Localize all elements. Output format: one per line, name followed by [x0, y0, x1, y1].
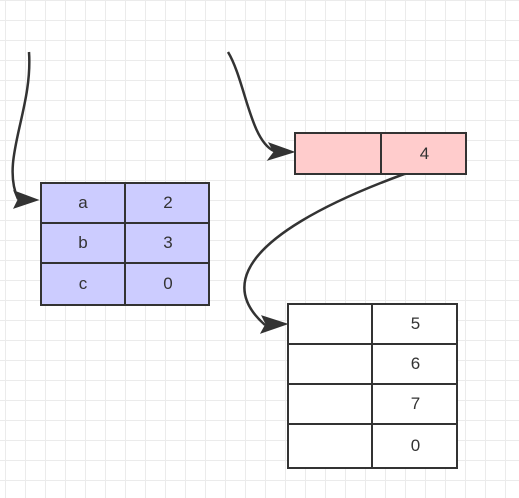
edge-pointer-to-array — [243, 152, 465, 326]
struct-key-cell: b — [42, 224, 126, 264]
array-left-cell — [289, 385, 373, 425]
array-value-cell: 7 — [373, 385, 458, 425]
struct-key-cell: c — [42, 264, 126, 304]
pointer-node: 4 — [294, 132, 467, 175]
array-table: 5 6 7 0 — [287, 303, 458, 469]
edge-to-struct-table — [11, 51, 31, 200]
struct-key-cell: a — [42, 184, 126, 224]
arrowhead-pointer-node — [266, 142, 296, 161]
pointer-left-cell — [296, 134, 382, 173]
arrowhead-struct-table — [13, 190, 40, 209]
struct-value-cell: 0 — [163, 274, 173, 293]
arrowhead-array-table — [259, 315, 289, 334]
struct-value-cell: 2 — [126, 184, 210, 224]
struct-table: a 2 b 3 c 0 — [40, 182, 210, 306]
array-left-cell — [289, 425, 373, 467]
array-left-cell — [289, 305, 373, 345]
edge-to-pointer-node — [226, 51, 275, 153]
array-value-cell: 6 — [373, 345, 458, 385]
pointer-right-cell: 4 — [419, 143, 430, 163]
struct-value-cell: 3 — [126, 224, 210, 264]
array-left-cell — [289, 345, 373, 385]
array-value-cell: 5 — [373, 305, 458, 345]
array-value-cell: 0 — [410, 436, 421, 455]
